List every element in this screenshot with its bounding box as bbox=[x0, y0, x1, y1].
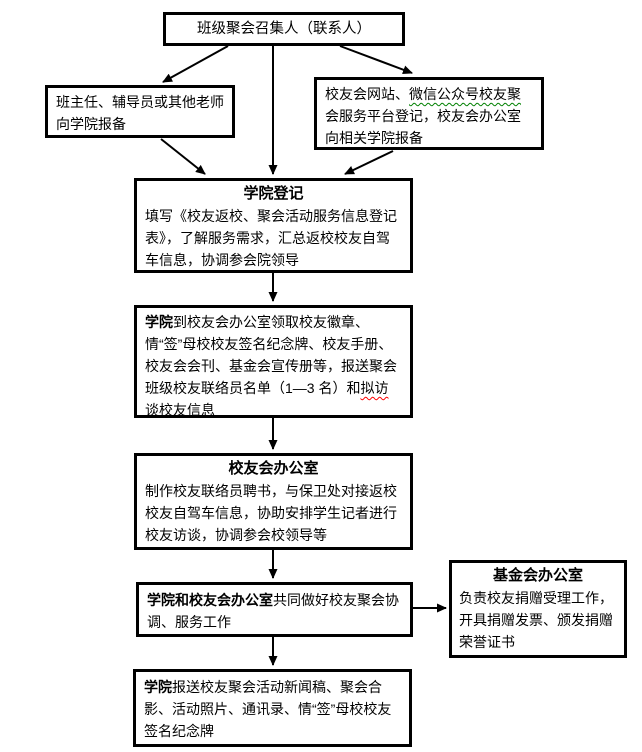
platform-register-text-end: 会服务平台登记，校友会办公室向相关学院报备 bbox=[325, 108, 521, 146]
college-pickup-text-end: 校友信息 bbox=[159, 402, 215, 418]
arrow-teacher-report-to-college-register bbox=[160, 138, 206, 175]
node-college-pickup: 学院到校友会办公室领取校友徽章、情“签”母校校友签名纪念牌、校友手册、校友会会刊… bbox=[134, 305, 413, 418]
college-submit-text: 报送校友聚会活动新闻稿、聚会合影、活动照片、通讯录、情“签”母校校友签名纪念牌 bbox=[144, 679, 392, 739]
node-alumni-office: 校友会办公室 制作校友联络员聘书，与保卫处对接返校校友自驾车信息，协助安排学生记… bbox=[134, 453, 413, 550]
college-pickup-text-start: 到校友会办公室领取校友徽章、情“签”母校校友签名纪念牌、校友手册、校友会会刊、基… bbox=[145, 314, 397, 396]
node-foundation-office-title: 基金会办公室 bbox=[492, 567, 583, 584]
platform-register-grammar-marked-text: 微信公众号校友聚 bbox=[409, 86, 521, 102]
college-submit-bold-prefix: 学院 bbox=[144, 679, 172, 695]
node-organizer: 班级聚会召集人（联系人） bbox=[163, 12, 405, 46]
node-teacher-report-body: 班主任、辅导员或其他老师向学院报备 bbox=[56, 94, 224, 132]
node-college-register-body: 填写《校友返校、聚会活动服务信息登记表》，了解服务需求，汇总返校校友自驾车信息，… bbox=[145, 208, 397, 268]
node-joint-work-body: 学院和校友会办公室共同做好校友聚会协调、服务工作 bbox=[147, 589, 402, 633]
node-college-pickup-body: 学院到校友会办公室领取校友徽章、情“签”母校校友签名纪念牌、校友手册、校友会会刊… bbox=[145, 311, 402, 418]
node-alumni-office-body: 制作校友联络员聘书，与保卫处对接返校校友自驾车信息，协助安排学生记者进行校友访谈… bbox=[145, 483, 397, 543]
node-college-register-title: 学院登记 bbox=[243, 185, 304, 202]
arrow-organizer-to-platform-register bbox=[339, 45, 413, 75]
node-college-submit: 学院报送校友聚会活动新闻稿、聚会合影、活动照片、通讯录、情“签”母校校友签名纪念… bbox=[133, 669, 412, 747]
node-platform-register-body: 校友会网站、微信公众号校友聚会服务平台登记，校友会办公室向相关学院报备 bbox=[325, 83, 533, 147]
college-pickup-bold-prefix: 学院 bbox=[145, 314, 173, 330]
node-platform-register: 校友会网站、微信公众号校友聚会服务平台登记，校友会办公室向相关学院报备 bbox=[314, 77, 544, 150]
node-organizer-label: 班级聚会召集人（联系人） bbox=[197, 21, 371, 37]
arrow-platform-register-to-college-register bbox=[344, 150, 394, 175]
node-foundation-office-body: 负责校友捐赠受理工作，开具捐赠发票、颁发捐赠荣誉证书 bbox=[459, 590, 613, 650]
platform-register-text-start: 校友会网站、 bbox=[325, 86, 409, 102]
college-pickup-spelling-marked-text: 拟访谈 bbox=[145, 380, 389, 418]
joint-work-text: 共同做好校友聚会协调、服务工作 bbox=[147, 592, 399, 630]
node-foundation-office: 基金会办公室 负责校友捐赠受理工作，开具捐赠发票、颁发捐赠荣誉证书 bbox=[449, 560, 627, 658]
node-college-register: 学院登记 填写《校友返校、聚会活动服务信息登记表》，了解服务需求，汇总返校校友自… bbox=[134, 178, 413, 273]
node-teacher-report: 班主任、辅导员或其他老师向学院报备 bbox=[45, 85, 235, 138]
node-alumni-office-title: 校友会办公室 bbox=[228, 460, 319, 477]
arrow-organizer-to-teacher-report bbox=[162, 45, 229, 83]
joint-work-bold-prefix: 学院和校友会办公室 bbox=[147, 592, 273, 608]
node-college-submit-body: 学院报送校友聚会活动新闻稿、聚会合影、活动照片、通讯录、情“签”母校校友签名纪念… bbox=[144, 676, 401, 742]
node-joint-work: 学院和校友会办公室共同做好校友聚会协调、服务工作 bbox=[136, 582, 413, 637]
